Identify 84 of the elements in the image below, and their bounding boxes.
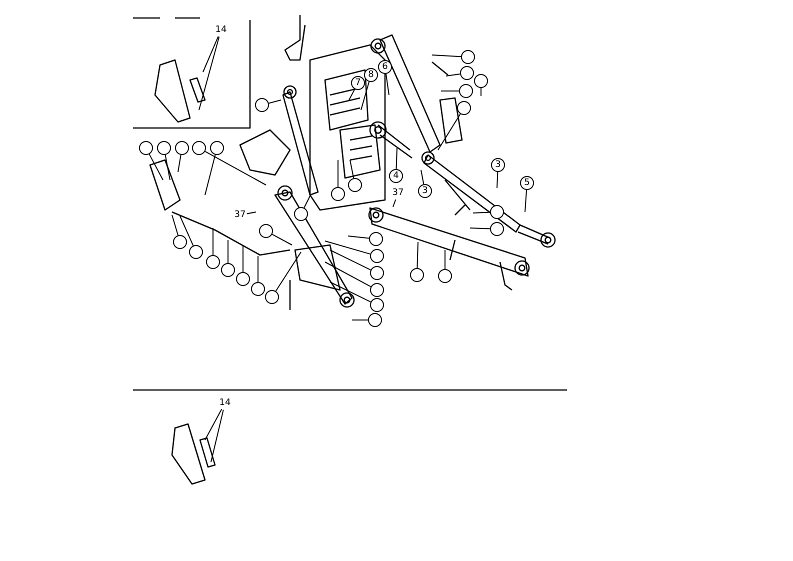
callout-circle xyxy=(461,50,475,64)
callout-circle xyxy=(368,313,382,327)
leader-line xyxy=(444,250,446,270)
callout-number: 4 xyxy=(389,169,403,183)
callout-circle xyxy=(251,282,265,296)
leader-line xyxy=(324,240,371,255)
leader-line xyxy=(396,148,398,170)
leader-line xyxy=(348,236,370,239)
leader-line xyxy=(212,228,214,256)
leader-line xyxy=(246,212,256,214)
callout-circle xyxy=(265,290,279,304)
callout-number: 37 xyxy=(389,187,407,199)
leader-line xyxy=(438,113,461,150)
leader-line xyxy=(204,150,266,186)
leader-line xyxy=(178,154,182,172)
callout-circle xyxy=(490,205,504,219)
callout-circle xyxy=(175,141,189,155)
callout-circle xyxy=(236,272,250,286)
callout-circle xyxy=(255,98,269,112)
leader-line xyxy=(148,154,164,180)
callout-circle xyxy=(157,141,171,155)
leader-line xyxy=(202,36,219,72)
callout-circle xyxy=(438,269,452,283)
callout-circle xyxy=(370,249,384,263)
leader-line xyxy=(440,90,460,92)
leader-line xyxy=(275,252,302,292)
callout-number: 14 xyxy=(216,397,234,409)
leader-line xyxy=(392,199,396,208)
callout-circle xyxy=(173,235,187,249)
leader-line xyxy=(386,73,390,96)
callout-number: 6 xyxy=(378,60,392,74)
leader-line xyxy=(360,81,370,110)
leader-line xyxy=(446,74,461,76)
callout-number: 3 xyxy=(491,158,505,172)
callout-circle xyxy=(139,141,153,155)
callout-number: 37 xyxy=(231,209,249,221)
callout-circle xyxy=(370,283,384,297)
callout-circle xyxy=(259,224,273,238)
callout-circle xyxy=(294,207,308,221)
callout-circle xyxy=(369,232,383,246)
leader-line xyxy=(198,36,220,110)
leader-line xyxy=(268,100,282,104)
callout-circle xyxy=(474,74,488,88)
leader-line xyxy=(470,228,490,230)
leader-line xyxy=(210,409,224,462)
leader-line xyxy=(524,189,528,212)
leader-line xyxy=(472,212,490,214)
callout-circle xyxy=(460,66,474,80)
callout-circle xyxy=(348,178,362,192)
leader-line xyxy=(480,88,482,96)
leader-line xyxy=(350,160,354,179)
callout-circle xyxy=(457,101,471,115)
leader-line xyxy=(242,246,244,272)
callout-circle xyxy=(459,84,473,98)
callout-circle xyxy=(210,141,224,155)
callout-circle xyxy=(370,266,384,280)
callout-circle xyxy=(370,298,384,312)
leader-line xyxy=(272,234,292,246)
leader-line xyxy=(348,88,356,100)
callout-circle xyxy=(410,268,424,282)
leader-line xyxy=(330,282,372,302)
leader-line xyxy=(324,262,372,288)
leader-line xyxy=(204,408,222,440)
leader-line xyxy=(164,154,170,180)
callout-number: 14 xyxy=(212,24,230,36)
callout-circle xyxy=(192,141,206,155)
leader-line xyxy=(496,172,498,188)
leader-line xyxy=(204,154,216,196)
leader-line xyxy=(180,216,194,246)
leader-line xyxy=(432,54,462,58)
callout-circle xyxy=(189,245,203,259)
leader-line xyxy=(304,196,310,208)
leader-line xyxy=(420,170,424,185)
callout-circle xyxy=(206,255,220,269)
callout-number: 7 xyxy=(351,76,365,90)
callout-circle xyxy=(331,187,345,201)
leader-line xyxy=(330,250,372,270)
leader-line xyxy=(172,214,178,236)
callout-number: 8 xyxy=(364,68,378,82)
leader-line xyxy=(416,242,418,268)
callout-circle xyxy=(490,222,504,236)
callout-number: 5 xyxy=(520,176,534,190)
callout-circle xyxy=(221,263,235,277)
callout-number: 3 xyxy=(418,184,432,198)
